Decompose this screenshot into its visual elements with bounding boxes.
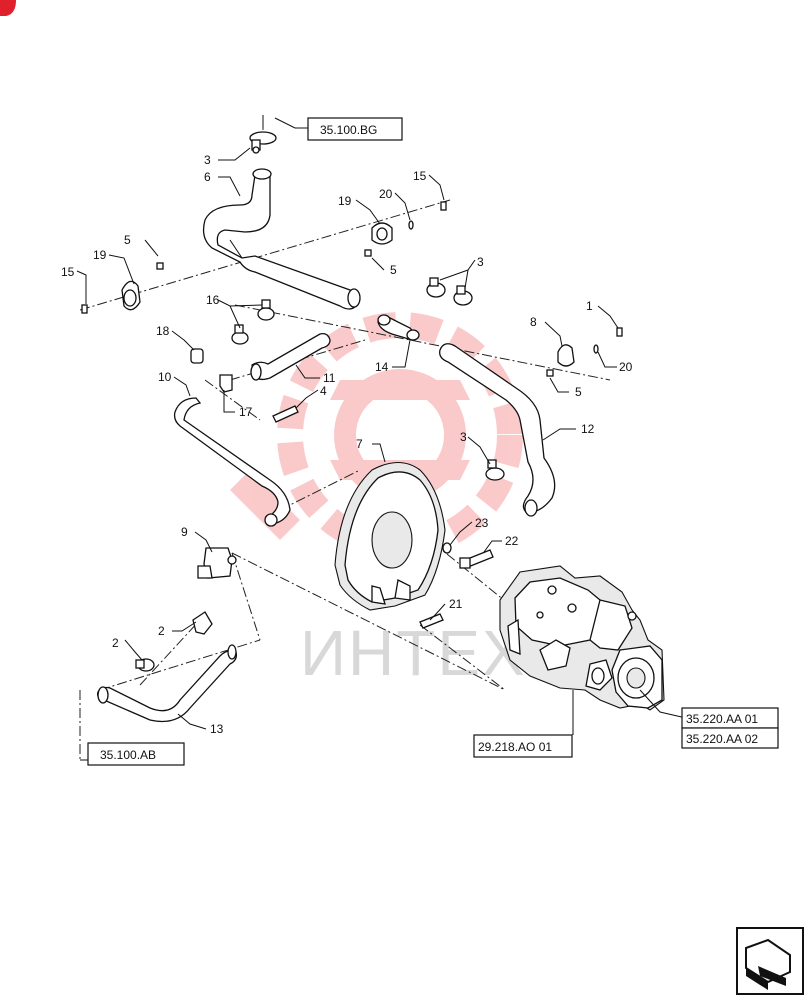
callout-7: 7 [356, 437, 363, 451]
callout-11: 11 [323, 371, 336, 385]
callout-14: 14 [375, 360, 389, 374]
callout-3-middle: 3 [477, 255, 484, 269]
callout-5-middle: 5 [390, 263, 397, 277]
adapter-plate-7 [334, 461, 446, 611]
clamp-3-top [249, 131, 277, 154]
tube-14 [377, 314, 420, 341]
callout-2-lower: 2 [112, 636, 119, 650]
callout-15-left: 15 [61, 265, 75, 279]
clamps-2 [135, 611, 213, 672]
fitting-18 [190, 348, 204, 364]
clamps-3-middle [426, 277, 473, 306]
watermark-logo-icon [230, 312, 523, 558]
svg-text:35.100.BG: 35.100.BG [320, 123, 377, 137]
red-corner-marker-icon [0, 0, 16, 16]
hose-13 [96, 644, 238, 723]
ref-35-220-aa-01[interactable]: 35.220.AA 01 [681, 707, 779, 729]
callout-18: 18 [156, 324, 170, 338]
svg-text:29.218.AO 01: 29.218.AO 01 [478, 740, 552, 754]
nut-5-left [156, 262, 164, 270]
washer-20-right [593, 344, 599, 354]
callout-19-left: 19 [93, 248, 107, 262]
callout-3-lower: 3 [460, 430, 467, 444]
ref-29-218-ao-01[interactable]: 29.218.AO 01 [473, 734, 573, 758]
callout-1: 1 [586, 299, 593, 313]
ref-35-100-ab[interactable]: 35.100.AB [80, 742, 185, 766]
nut-5-middle [364, 249, 372, 257]
nut-5-right [546, 369, 554, 377]
svg-text:35.100.AB: 35.100.AB [100, 748, 156, 762]
pipe-10 [173, 397, 291, 527]
callout-5-right: 5 [575, 385, 582, 399]
callout-17: 17 [239, 405, 253, 419]
bracket-19-right [371, 222, 393, 245]
bottom-right-navigation-arrow-icon[interactable] [736, 927, 804, 995]
callout-22: 22 [505, 534, 519, 548]
callout-15-right: 15 [413, 169, 427, 183]
ref-35-220-aa-02[interactable]: 35.220.AA 02 [681, 727, 779, 749]
callout-2-upper: 2 [158, 624, 165, 638]
clip-17 [219, 374, 233, 393]
clamp-8 [557, 344, 575, 367]
watermark-text: ИНТЕХ [300, 617, 527, 689]
hose-12 [439, 343, 556, 517]
callout-numbers: 3 6 5 19 15 19 20 15 5 3 16 18 10 11 17 … [61, 153, 633, 736]
bolt-15-left [81, 304, 88, 314]
callout-19-right: 19 [338, 194, 352, 208]
callout-6: 6 [204, 170, 211, 184]
hose-11 [250, 332, 331, 381]
clamp-3-lower [485, 459, 505, 481]
bracket-19-left [121, 280, 141, 311]
washer-20-top [408, 220, 414, 230]
callout-5-left: 5 [124, 233, 131, 247]
callout-3-top: 3 [204, 153, 211, 167]
callout-20-right: 20 [619, 360, 633, 374]
washer-23 [442, 542, 452, 554]
bolt-22 [459, 549, 494, 569]
screw-4 [272, 405, 299, 423]
leader-lines [76, 115, 687, 735]
bolt-1 [616, 327, 623, 337]
callout-10: 10 [158, 370, 172, 384]
callout-13: 13 [210, 722, 224, 736]
ref-35-100-bg[interactable]: 35.100.BG [307, 117, 403, 141]
callout-20-top: 20 [379, 187, 393, 201]
callout-4: 4 [320, 384, 327, 398]
callout-16: 16 [206, 293, 220, 307]
bolt-15-right [440, 201, 447, 211]
valve-9 [197, 547, 237, 579]
reference-boxes: 35.100.BG 35.100.AB 29.218.AO 01 35.220.… [80, 117, 779, 766]
hydrostatic-pump-assembly [499, 565, 665, 711]
assembly-centerlines [79, 115, 611, 760]
svg-text:35.220.AA 01: 35.220.AA 01 [686, 712, 758, 726]
callout-23: 23 [475, 516, 489, 530]
callout-9: 9 [181, 525, 188, 539]
callout-12: 12 [581, 422, 595, 436]
svg-text:35.220.AA 02: 35.220.AA 02 [686, 732, 758, 746]
clamps-16 [231, 299, 275, 345]
hose-6 [202, 168, 361, 310]
callout-8: 8 [530, 315, 537, 329]
callout-21: 21 [449, 597, 463, 611]
